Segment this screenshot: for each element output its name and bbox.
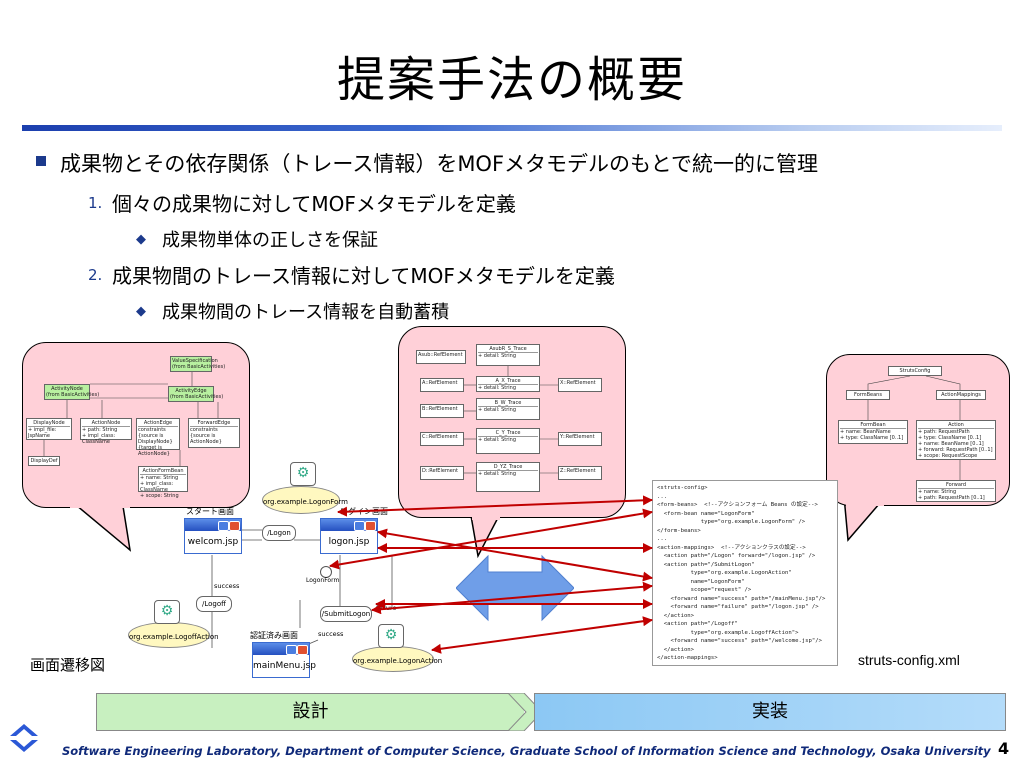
close-icon[interactable] xyxy=(297,645,308,655)
uml-trace-top: AsubR_S_Trace+ detail: String xyxy=(476,344,540,366)
edge-success-1: success xyxy=(214,582,240,590)
main-bullet: 成果物とその依存関係（トレース情報）をMOFメタモデルのもとで統一的に管理 xyxy=(60,152,818,176)
uml-trace-row-1: A_X_Trace+ detail: String xyxy=(476,376,540,392)
window-icon xyxy=(286,645,297,655)
auth-screen-label: 認証済み画面 xyxy=(250,631,298,640)
uml-ref-d: D::RefElement xyxy=(420,466,464,480)
item1-text: 個々の成果物に対してMOFメタモデルを定義 xyxy=(112,192,516,216)
uml-struts-config: StrutsConfig xyxy=(888,366,942,376)
item2-number: 2. xyxy=(88,266,103,284)
form-node-label: LogonForm xyxy=(306,577,340,584)
uml-ref-x: X::RefElement xyxy=(558,378,602,392)
diamond-bullet-icon: ◆ xyxy=(136,232,146,247)
uml-form-bean: FormBean+ name: BeanName+ type: ClassNam… xyxy=(838,420,908,444)
item1-number: 1. xyxy=(88,194,103,212)
uml-trace-row-4: D_YZ_Trace+ detail: String xyxy=(476,462,540,492)
slide-title: 提案手法の概要 xyxy=(336,52,687,108)
form-node-circle xyxy=(320,566,332,578)
start-screen-label: スタート画面 xyxy=(186,507,234,516)
item2-sub: 成果物間のトレース情報を自動蓄積 xyxy=(162,302,450,323)
auth-screen-window[interactable]: mainMenu.jsp xyxy=(252,642,316,678)
bullet-square-icon xyxy=(36,156,46,166)
diamond-bullet-icon: ◆ xyxy=(136,304,146,319)
page-number: 4 xyxy=(998,739,1010,758)
uml-action-node: ActionNode+ path: String+ impl_class: Cl… xyxy=(80,418,132,445)
uml-ref-b: B::RefElement xyxy=(420,404,464,418)
left-bubble-tail xyxy=(68,500,132,552)
uml-action-mappings: ActionMappings xyxy=(936,390,986,400)
uml-trace-row-3: C_Y_Trace+ detail: String xyxy=(476,428,540,454)
uml-ref-y: Y::RefElement xyxy=(558,432,602,446)
footer-text: Software Engineering Laboratory, Departm… xyxy=(62,744,991,758)
left-metamodel-links xyxy=(43,372,219,466)
item2-text: 成果物間のトレース情報に対してMOFメタモデルを定義 xyxy=(112,264,615,288)
uml-forward: Forward+ name: String+ path: RequestPath… xyxy=(916,480,996,502)
bean-logoff-action: org.example.LogoffAction xyxy=(128,622,219,648)
uml-form-beans: FormBeans xyxy=(846,390,890,400)
code-file-caption: struts-config.xml xyxy=(858,652,960,668)
gear-icon: ⚙ xyxy=(290,462,316,486)
right-bubble-tail xyxy=(843,496,887,542)
uml-value-specification: ValueSpecification (from BasicActivities… xyxy=(170,356,226,372)
gear-icon: ⚙ xyxy=(378,624,404,648)
item1-sub: 成果物単体の正しさを保証 xyxy=(162,230,378,251)
bean-logoff-action-label: org.example.LogoffAction xyxy=(129,633,219,641)
uml-activity-node: ActivityNode (from BasicActivities) xyxy=(44,384,100,400)
start-screen-page: welcom.jsp xyxy=(187,537,239,547)
close-icon[interactable] xyxy=(229,521,240,531)
right-metamodel-links xyxy=(867,375,961,480)
center-metamodel-links xyxy=(464,366,558,474)
gear-icon: ⚙ xyxy=(154,600,180,624)
uml-display-def: DisplayDef xyxy=(28,456,60,466)
edge-success-2: success xyxy=(318,630,344,638)
bean-logon-form-label: org.example.LogonForm xyxy=(263,498,348,506)
uml-display-node: DisplayNode+ impl_file: JspName xyxy=(26,418,72,440)
uml-trace-row-2: B_W_Trace+ detail: String xyxy=(476,398,540,420)
uml-action: Action+ path: RequestPath+ type: ClassNa… xyxy=(916,420,996,460)
transition-diagram-caption: 画面遷移図 xyxy=(30,656,106,674)
auth-screen-page: mainMenu.jsp xyxy=(253,661,316,671)
action-logoff: /Logoff xyxy=(196,596,232,612)
start-screen-window[interactable]: welcom.jsp xyxy=(184,518,242,554)
struts-config-code: <struts-config> ... <form-beans> <!--アクシ… xyxy=(652,480,838,666)
uml-element-a: Asub::RefElement xyxy=(416,350,466,364)
phase-design: 設計 xyxy=(96,693,524,731)
uml-ref-a: A::RefElement xyxy=(420,378,464,392)
bean-logon-form: org.example.LogonForm xyxy=(262,486,348,514)
action-logon: /Logon xyxy=(262,525,296,541)
uml-activity-edge: ActivityEdge (from BasicActivities) xyxy=(168,386,224,402)
uml-ref-z: Z::RefElement xyxy=(558,466,602,480)
bubble-tail-joint xyxy=(846,498,884,506)
window-icon xyxy=(218,521,229,531)
title-divider xyxy=(22,125,1002,131)
phase-implementation: 実装 xyxy=(534,693,1006,731)
uml-ref-c: C::RefElement xyxy=(420,432,464,446)
bubble-tail-joint xyxy=(70,500,130,508)
lab-logo-icon xyxy=(4,718,44,758)
bean-logon-action-label: org.example.LogonAction xyxy=(353,657,443,665)
